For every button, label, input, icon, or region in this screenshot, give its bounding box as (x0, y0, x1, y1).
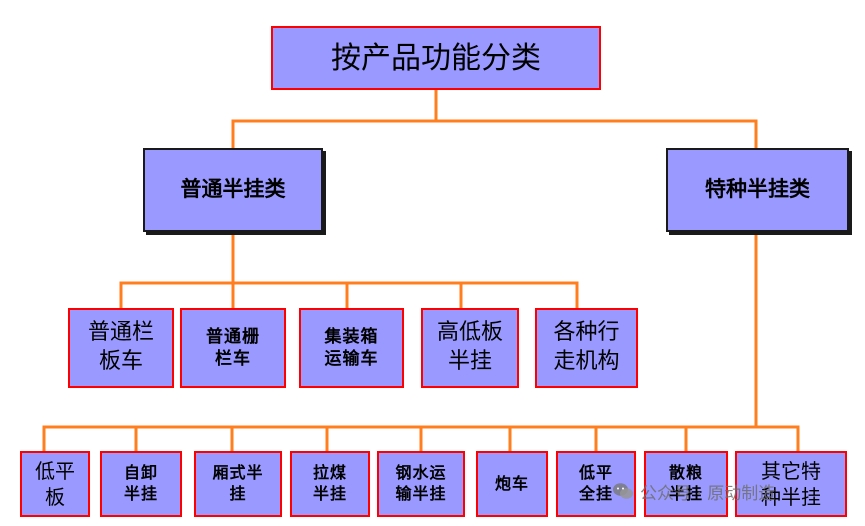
node-special-child: 炮车 (476, 451, 548, 517)
node-ordinary-child: 普通栏 板车 (68, 308, 174, 388)
node-special-child: 散粮 半挂 (644, 451, 728, 517)
watermark-text: 公众号 · 原动制造 (640, 483, 776, 504)
root-label: 按产品功能分类 (331, 40, 541, 76)
node-label: 拉煤 半挂 (312, 463, 347, 503)
node-label: 普通栅 栏车 (206, 326, 260, 369)
node-special-child: 其它特 种半挂 (735, 451, 847, 517)
node-special-child: 低平 板 (20, 451, 90, 517)
node-special-child: 厢式半 挂 (194, 451, 282, 517)
node-label: 集装箱 运输车 (324, 326, 379, 369)
node-label: 高低板 半挂 (436, 320, 503, 374)
node-special-child: 钢水运 输半挂 (377, 451, 465, 517)
wechat-icon (613, 483, 633, 499)
watermark: 公众号 · 原动制造 (612, 478, 775, 504)
node-ordinary-child: 高低板 半挂 (421, 308, 519, 388)
node-label: 各种行 走机构 (553, 320, 620, 374)
node-ordinary-child: 各种行 走机构 (535, 308, 638, 388)
node-label: 自卸 半挂 (123, 463, 158, 503)
node-special-semitrailer: 特种半挂类 (666, 148, 849, 232)
node-label: 其它特 种半挂 (761, 459, 821, 509)
node-special-child: 自卸 半挂 (100, 451, 182, 517)
node-label: 低平 全挂 (578, 463, 613, 503)
node-ordinary-semitrailer: 普通半挂类 (143, 148, 323, 232)
node-label: 特种半挂类 (705, 177, 810, 202)
node-label: 散粮 半挂 (668, 463, 703, 503)
node-label: 普通栏 板车 (87, 320, 154, 374)
node-ordinary-child: 集装箱 运输车 (299, 308, 404, 388)
node-label: 炮车 (494, 473, 529, 493)
node-ordinary-child: 普通栅 栏车 (180, 308, 286, 388)
node-special-child: 拉煤 半挂 (290, 451, 370, 517)
node-label: 厢式半 挂 (212, 463, 264, 503)
root-node: 按产品功能分类 (271, 26, 601, 90)
node-label: 普通半挂类 (180, 177, 286, 202)
node-label: 钢水运 输半挂 (395, 463, 447, 503)
node-label: 低平 板 (35, 459, 75, 509)
